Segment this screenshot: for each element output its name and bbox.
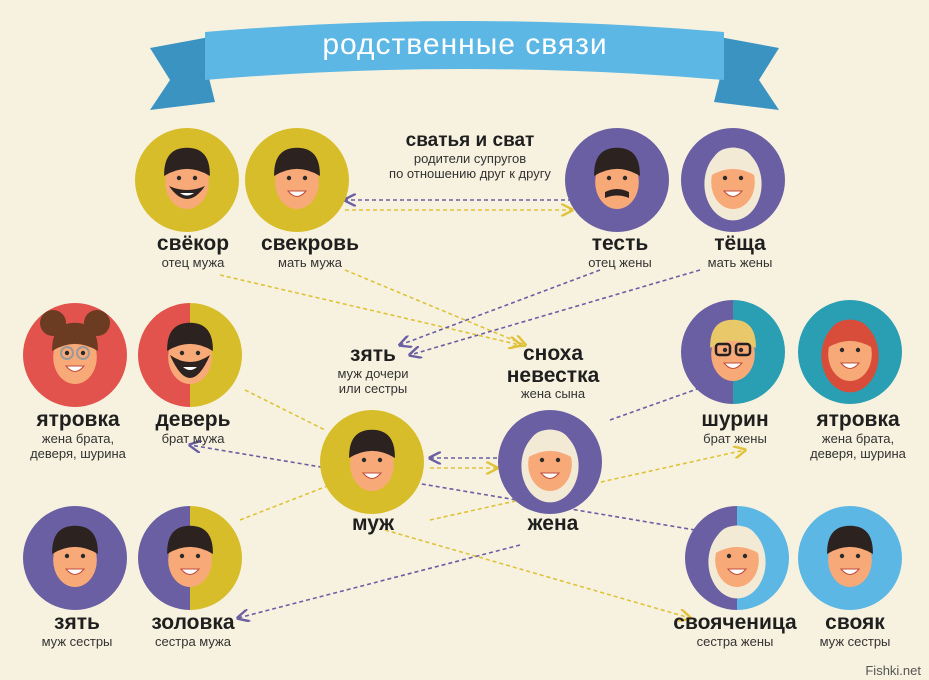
svekor-desc: отец мужа — [161, 255, 225, 271]
zyat-left-desc: муж сестры — [41, 634, 113, 650]
svoyak-name: свояк — [825, 611, 885, 634]
svekrov-name: свекровь — [261, 232, 359, 255]
label-svoyachenitsa: свояченица сестра жены — [670, 611, 800, 650]
dever-name: деверь — [155, 408, 231, 431]
portrait-svekrov — [245, 128, 349, 232]
yatrovka-right-name: ятровка — [816, 408, 900, 431]
portrait-yatrovka-left — [23, 303, 127, 407]
label-dever: деверь брат мужа — [138, 408, 248, 447]
arrow-zhena-shurin — [609, 387, 701, 421]
label-svekrov: свекровь мать мужа — [245, 232, 375, 271]
label-yatrovka-left: ятровка жена брата, деверя, шурина — [18, 408, 138, 462]
label-shurin: шурин брат жены — [680, 408, 790, 447]
portrait-shurin — [681, 300, 785, 404]
label-yatrovka-right: ятровка жена брата, деверя, шурина — [798, 408, 918, 462]
yatrovka-left-desc: жена брата, деверя, шурина — [30, 431, 126, 462]
svoyachenitsa-desc: сестра жены — [696, 634, 774, 650]
portrait-muzh — [320, 410, 424, 514]
svekor-name: свёкор — [156, 232, 230, 255]
zyat-center-name: зять — [350, 343, 396, 366]
arrow-dever-muzh — [244, 389, 326, 431]
arrow-zhena-to-dever — [190, 445, 696, 531]
label-svekor: свёкор отец мужа — [138, 232, 248, 271]
title-ribbon — [150, 21, 779, 110]
portrait-yatrovka-right — [798, 300, 902, 404]
yatrovka-left-name: ятровка — [36, 408, 120, 431]
arrow-zhena-to-zolovka — [238, 544, 521, 618]
arrow-muzh-to-svoyachenitsa — [384, 529, 690, 618]
page-title: родственные связи — [322, 28, 608, 61]
portrait-svoyachenitsa — [685, 506, 789, 610]
yatrovka-right-desc: жена брата, деверя, шурина — [810, 431, 906, 462]
zyat-left-name: зять — [54, 611, 100, 634]
zhena-name: жена — [527, 512, 579, 535]
watermark: Fishki.net — [865, 663, 921, 678]
zolovka-desc: сестра мужа — [155, 634, 231, 650]
label-zolovka: золовка сестра мужа — [133, 611, 253, 650]
zyat-center-desc: муж дочери или сестры — [337, 366, 409, 397]
svoyak-desc: муж сестры — [819, 634, 891, 650]
arrow-zolovka-muzh — [239, 484, 331, 521]
label-zyat-left: зять муж сестры — [22, 611, 132, 650]
muzh-name: муж — [351, 512, 395, 535]
zolovka-name: золовка — [151, 611, 235, 634]
portrait-test — [565, 128, 669, 232]
test-desc: отец жены — [588, 255, 652, 271]
svekrov-desc: мать мужа — [278, 255, 342, 271]
portrait-svekor — [135, 128, 239, 232]
arrow-husband-mother-to-snoha — [344, 269, 525, 345]
label-zyat-center: зять муж дочери или сестры — [318, 343, 428, 397]
tescha-name: тёща — [714, 232, 766, 255]
label-snoha: сноха невестка жена сына — [493, 342, 613, 402]
arrow-wife-parents-to-zyat — [400, 269, 601, 345]
portrait-dever — [138, 303, 242, 407]
svoyachenitsa-name: свояченица — [673, 611, 797, 634]
test-name: тесть — [591, 232, 649, 255]
snoha-desc: жена сына — [520, 386, 586, 402]
portrait-svoyak — [798, 506, 902, 610]
svatya-label: сватья и сват родители супругов по отнош… — [370, 130, 570, 182]
dever-desc: брат мужа — [161, 431, 225, 447]
tescha-desc: мать жены — [707, 255, 773, 271]
label-svoyak: свояк муж сестры — [800, 611, 910, 650]
snoha-name: сноха невестка — [506, 342, 600, 388]
shurin-name: шурин — [701, 408, 769, 431]
portrait-zyat-left — [23, 506, 127, 610]
connection-arrows — [190, 200, 745, 618]
svatya-desc: родители супругов по отношению друг к др… — [389, 150, 551, 181]
shurin-desc: брат жены — [703, 431, 767, 447]
portrait-zhena — [498, 410, 602, 514]
svatya-name: сватья и сват — [405, 130, 535, 151]
label-tescha: тёща мать жены — [685, 232, 795, 271]
label-muzh: муж — [323, 512, 423, 536]
label-test: тесть отец жены — [565, 232, 675, 271]
portrait-tescha — [681, 128, 785, 232]
label-zhena: жена — [503, 512, 603, 536]
arrow-parents-husband-to-snoha — [219, 274, 520, 345]
arrow-wife-mother-to-zyat — [410, 269, 701, 355]
portrait-zolovka — [138, 506, 242, 610]
